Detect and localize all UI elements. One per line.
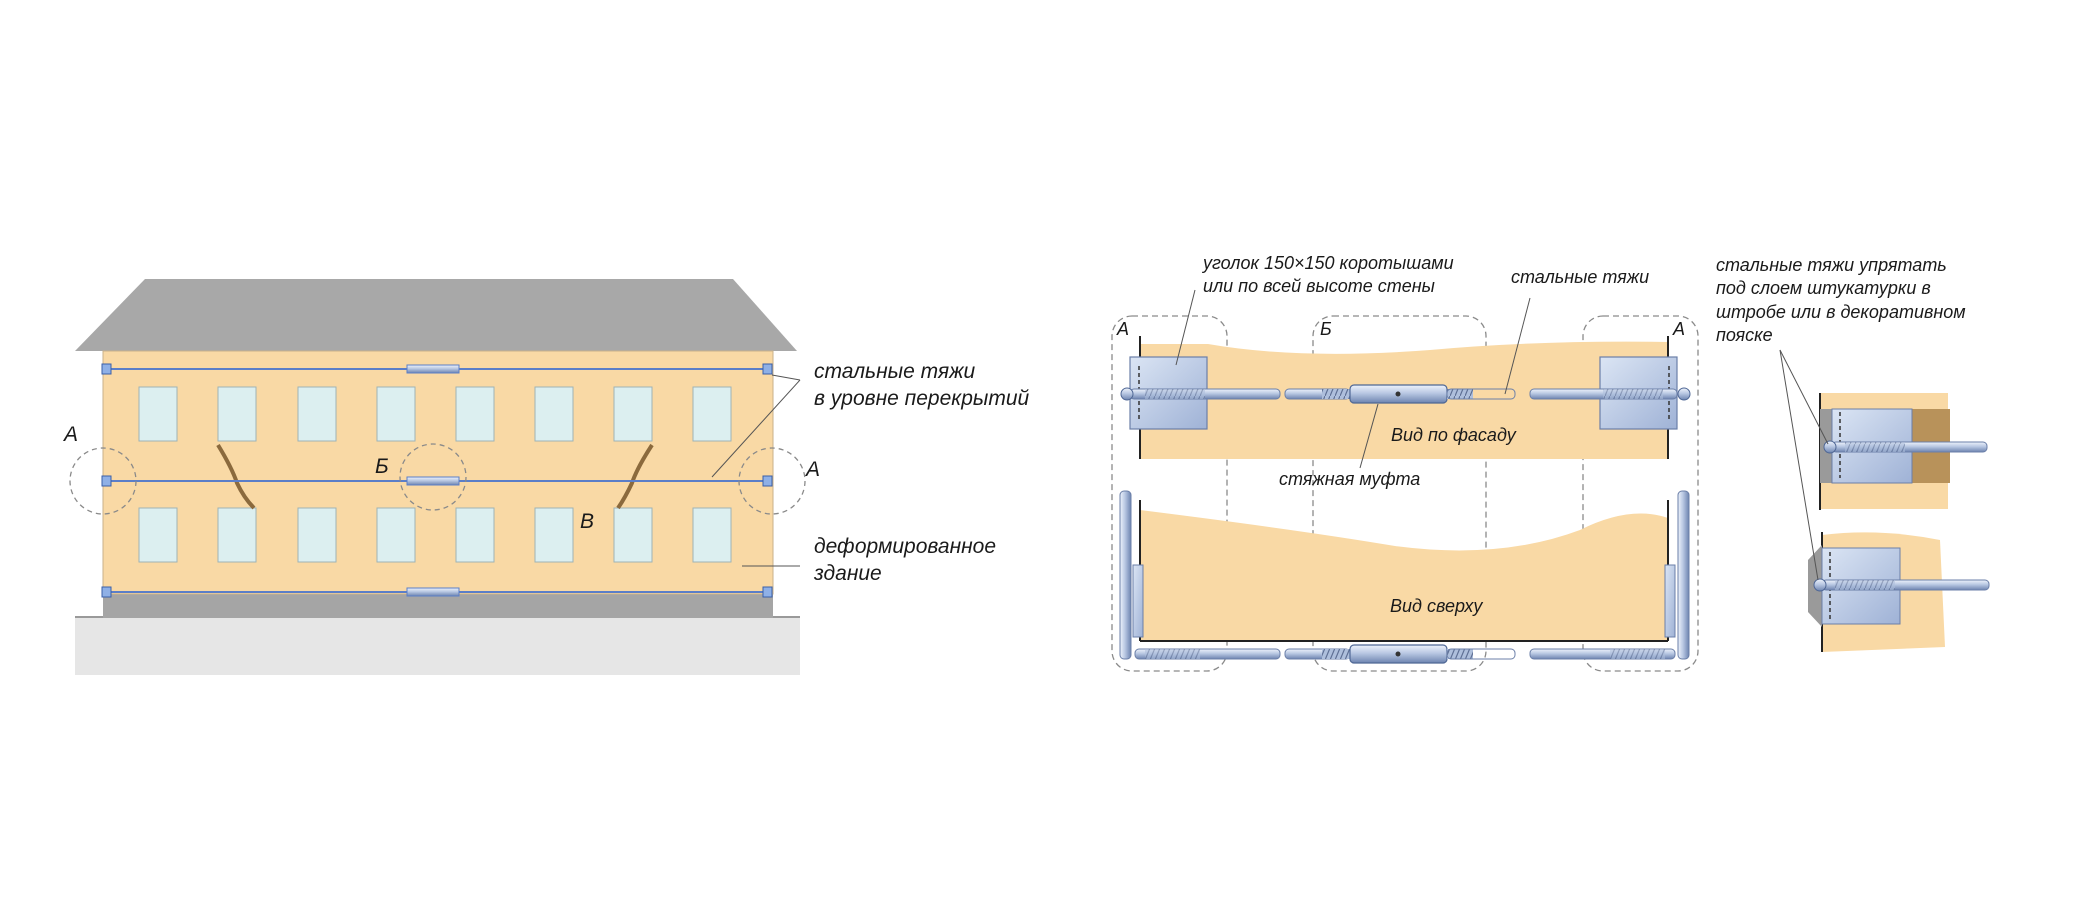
windows-upper-row bbox=[138, 386, 732, 442]
upper-window-8 bbox=[692, 386, 732, 442]
vertical-rod-right bbox=[1677, 490, 1690, 660]
leader-ties-1 bbox=[771, 374, 801, 381]
callout-circle-b bbox=[399, 443, 467, 511]
vertical-rod-left bbox=[1119, 490, 1132, 660]
upper-window-4 bbox=[376, 386, 416, 442]
section-details bbox=[1779, 349, 1990, 652]
section-detail-lower bbox=[1808, 532, 1990, 652]
nut-facade-left bbox=[1120, 387, 1134, 401]
windows-lower-row bbox=[138, 507, 732, 563]
label-steel-ties-line2: в уровне перекрытий bbox=[814, 387, 1030, 411]
marker-a-left: А bbox=[64, 423, 79, 446]
upper-window-7 bbox=[613, 386, 653, 442]
rod-top-3 bbox=[1446, 648, 1516, 660]
label-steel-ties: стальные тяжи bbox=[1511, 267, 1650, 287]
label-angle-line1: уголок 150×150 коротышами bbox=[1203, 253, 1454, 273]
leader-section-1 bbox=[1779, 349, 1829, 445]
steel-tie-middle bbox=[101, 475, 773, 487]
steel-tie-top bbox=[101, 363, 773, 375]
lower-window-8 bbox=[692, 507, 732, 563]
marker-b: Б bbox=[375, 455, 389, 478]
label-angle-line2: или по всей высоте стены bbox=[1203, 276, 1435, 297]
label-section-note: стальные тяжи упрятать под слоем штукату… bbox=[1716, 254, 1966, 348]
detail-marker-b: Б bbox=[1320, 319, 1332, 339]
lower-window-2 bbox=[217, 507, 257, 563]
leader-steel-ties bbox=[1504, 297, 1531, 395]
detail-views bbox=[1111, 289, 1699, 672]
nut-facade-right bbox=[1677, 387, 1691, 401]
facade-view bbox=[1120, 336, 1691, 459]
upper-window-6 bbox=[534, 386, 574, 442]
label-section-line4: пояске bbox=[1716, 325, 1773, 346]
marker-v: В bbox=[580, 510, 595, 533]
label-deformed-line2: здание bbox=[814, 562, 882, 586]
upper-window-5 bbox=[455, 386, 495, 442]
crack-right bbox=[616, 443, 654, 510]
label-steel-ties-line1: стальные тяжи bbox=[814, 360, 976, 383]
section-detail-upper bbox=[1819, 393, 1988, 510]
upper-window-3 bbox=[297, 386, 337, 442]
roof bbox=[75, 279, 797, 351]
upper-window-1 bbox=[138, 386, 178, 442]
thread-facade-right bbox=[1447, 389, 1473, 399]
lower-window-3 bbox=[297, 507, 337, 563]
callout-box-a-right bbox=[1582, 315, 1699, 672]
thread-facade-left bbox=[1322, 389, 1350, 399]
steel-tie-bottom bbox=[101, 586, 773, 598]
label-deformed-line1: деформированное bbox=[814, 535, 997, 558]
marker-a-right: А bbox=[806, 458, 821, 481]
building-elevation bbox=[69, 279, 806, 675]
label-deformed-building: деформированное здание bbox=[814, 533, 996, 588]
upper-window-2 bbox=[217, 386, 257, 442]
label-section-line1: стальные тяжи упрятать bbox=[1716, 255, 1947, 275]
label-coupling: стяжная муфта bbox=[1279, 469, 1421, 489]
rod-facade-3 bbox=[1446, 388, 1516, 400]
label-section-line2: под слоем штукатурки в bbox=[1716, 278, 1931, 299]
lower-window-4 bbox=[376, 507, 416, 563]
leader-coupling bbox=[1359, 403, 1379, 469]
detail-marker-a-left: А bbox=[1117, 319, 1130, 339]
lower-window-5 bbox=[455, 507, 495, 563]
ground bbox=[75, 617, 800, 675]
lower-window-1 bbox=[138, 507, 178, 563]
top-view bbox=[1119, 490, 1690, 664]
facade-wall bbox=[102, 350, 774, 595]
detail-marker-a-right: А bbox=[1673, 319, 1686, 339]
leader-section-2 bbox=[1779, 349, 1819, 581]
label-facade-view: Вид по фасаду bbox=[1391, 425, 1516, 445]
label-steel-ties-floors: стальные тяжи в уровне перекрытий bbox=[814, 358, 1029, 413]
callout-box-b bbox=[1312, 315, 1487, 672]
label-angle-section: уголок 150×150 коротышами или по всей вы… bbox=[1203, 252, 1454, 299]
leader-ties-2 bbox=[711, 379, 801, 478]
plinth bbox=[103, 593, 773, 618]
label-top-view: Вид сверху bbox=[1390, 596, 1483, 616]
callout-box-a-left bbox=[1111, 315, 1228, 672]
callout-circle-a-right bbox=[738, 447, 806, 515]
crack-left bbox=[216, 443, 256, 510]
leader-angle bbox=[1175, 289, 1196, 366]
callout-circle-a-left bbox=[69, 447, 137, 515]
lower-window-6 bbox=[534, 507, 574, 563]
lower-window-7 bbox=[613, 507, 653, 563]
label-section-line3: штробе или в декоративном bbox=[1716, 301, 1966, 322]
